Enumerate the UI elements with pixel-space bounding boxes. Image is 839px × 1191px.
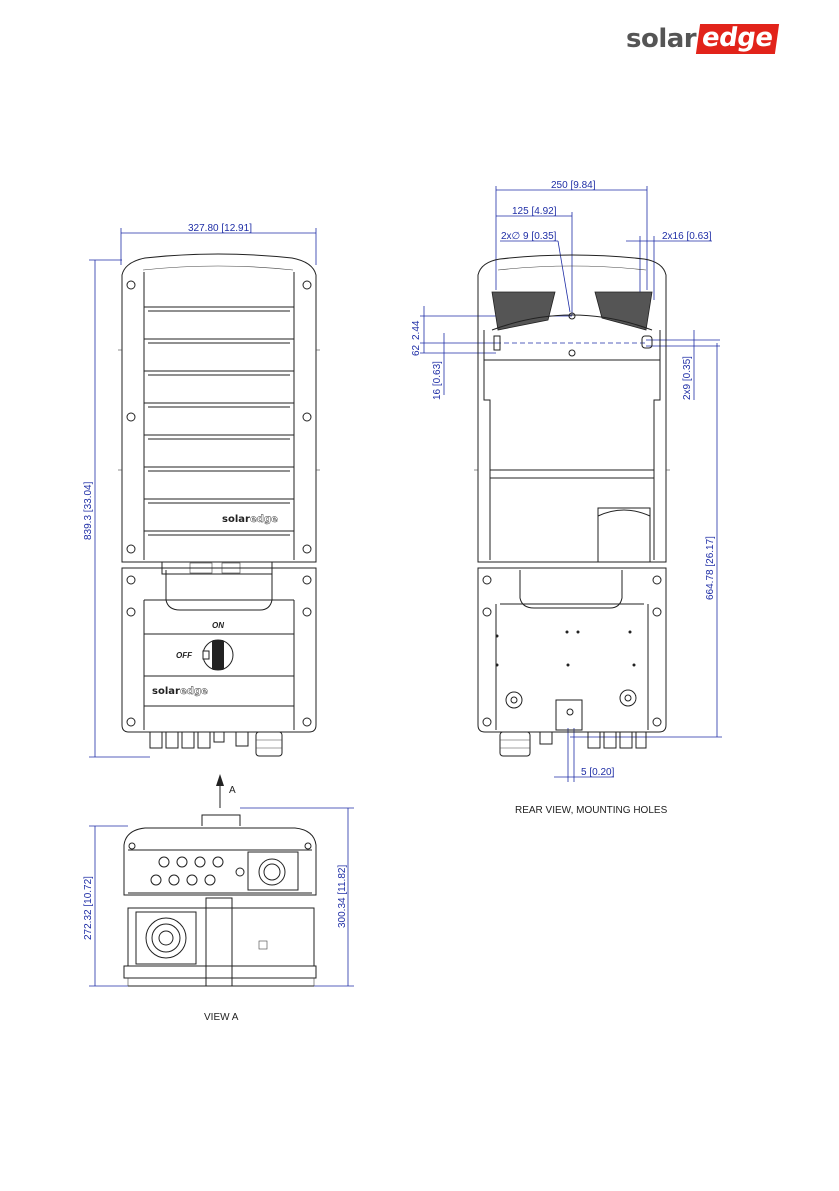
view-a-depth1-in: 10.72	[83, 878, 94, 903]
svg-text:solaredge: solaredge	[152, 686, 208, 697]
rear-offset-in: 2.44	[411, 320, 422, 340]
svg-text:2x16 [0.63]: 2x16 [0.63]	[662, 231, 712, 242]
upper-label-edge: edge	[250, 514, 278, 525]
svg-text:2x∅ 9 [0.35]: 2x∅ 9 [0.35]	[501, 231, 557, 242]
svg-text:839.3 [33.04]: 839.3 [33.04]	[83, 481, 94, 540]
front-height-in: 33.04	[83, 484, 94, 509]
svg-text:16 [0.63]: 16 [0.63]	[432, 361, 443, 400]
front-view: 327.80 [12.91] 839.3 [33.04] solaredge	[83, 223, 320, 757]
view-a-depth2-mm: 300.34	[337, 897, 348, 928]
svg-text:125 [4.92]: 125 [4.92]	[512, 206, 557, 217]
rear-vertical-mm: 664.78	[705, 569, 716, 600]
svg-text:300.34 [11.82]: 300.34 [11.82]	[337, 865, 348, 928]
rear-bottom-in: 0.20	[592, 767, 612, 778]
rear-slot: 2x16	[662, 231, 684, 242]
rear-slot-h-in: 0.63	[432, 363, 443, 383]
front-width-in: 12.91	[224, 223, 249, 234]
rear-slot-in: 0.63	[689, 231, 709, 242]
rear-spacing-in: 9.84	[573, 180, 593, 191]
switch-on-label: ON	[212, 621, 224, 630]
view-a-depth1-mm: 272.32	[83, 909, 94, 940]
view-a-arrow: A	[216, 774, 236, 808]
svg-text:62: 62	[411, 344, 422, 356]
rear-spacing-mm: 250	[551, 180, 568, 191]
rear-offset-mm: 62	[411, 344, 422, 356]
switch-off-label: OFF	[176, 651, 193, 660]
svg-text:solaredge: solaredge	[222, 514, 278, 525]
rear-half-in: 4.92	[534, 206, 554, 217]
switch-label-edge: edge	[180, 686, 208, 697]
arrow-a-label: A	[229, 785, 236, 796]
svg-text:327.80 [12.91]: 327.80 [12.91]	[188, 223, 252, 234]
view-a: 272.32 [10.72] 300.34 [11.82] VIEW A	[83, 808, 354, 1023]
svg-text:664.78 [26.17]: 664.78 [26.17]	[705, 536, 716, 600]
rear-hole-dia: 2x∅ 9	[501, 231, 529, 242]
rear-bottom-mm: 5	[581, 767, 587, 778]
rear-view: 250 [9.84] 125 [4.92] 2x∅ 9 [0.35] 2x16 …	[411, 180, 722, 816]
rear-hole-dia-in: 0.35	[534, 231, 554, 242]
rear-slot-w-in: 0.35	[682, 358, 693, 378]
svg-text:5 [0.20]: 5 [0.20]	[581, 767, 615, 778]
view-a-depth2-in: 11.82	[337, 867, 348, 892]
rear-half-mm: 125	[512, 206, 529, 217]
rear-caption: REAR VIEW, MOUNTING HOLES	[515, 805, 668, 816]
svg-text:250 [9.84]: 250 [9.84]	[551, 180, 596, 191]
svg-text:272.32 [10.72]: 272.32 [10.72]	[83, 876, 94, 940]
rear-slot-h-mm: 16	[432, 388, 443, 400]
front-height-mm: 839.3	[83, 515, 94, 540]
front-width-mm: 327.80	[188, 223, 219, 234]
rear-vertical-in: 26.17	[705, 538, 716, 563]
switch-label-solar: solar	[152, 686, 180, 697]
view-a-caption: VIEW A	[204, 1012, 239, 1023]
svg-text:2x9 [0.35]: 2x9 [0.35]	[682, 356, 693, 400]
rear-slot-w: 2x9	[682, 383, 693, 400]
upper-label-solar: solar	[222, 514, 250, 525]
svg-text:2.44: 2.44	[411, 320, 422, 340]
